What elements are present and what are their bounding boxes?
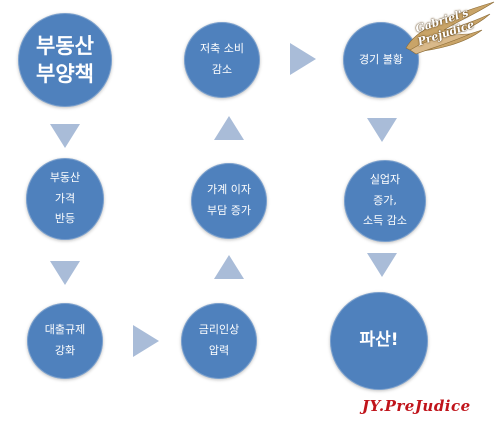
node-label: 반등 [54,212,76,226]
node-label: 파산! [359,330,399,351]
arrow-right-icon [290,43,316,75]
arrow-up-icon [214,116,244,140]
node-label: 경기 불황 [359,52,403,66]
arrow-up-icon [214,255,244,279]
node-label: 증가, [373,193,397,207]
node-label: 압력 [208,344,230,357]
node-label: 금리인상 [198,323,240,337]
wings-logo-icon [405,1,495,55]
node-label: 부동산 [36,33,94,58]
node-unemployment: 실업자 증가, 소득 감소 [344,160,426,242]
author-signature: JY.PreJudice [362,397,471,415]
arrow-down-icon [367,118,397,142]
node-interest-burden: 가계 이자 부담 증가 [191,163,267,239]
node-bankruptcy: 파산! [330,292,428,390]
node-label: 대출규제 [44,323,86,337]
node-consumption-decrease: 저축 소비 감소 [184,22,260,98]
node-loan-regulation: 대출규제 강화 [27,303,103,379]
node-label: 부동산 [49,170,81,184]
node-price-rebound: 부동산 가격 반등 [26,158,104,240]
node-label: 가격 [54,191,76,205]
node-label: 부담 증가 [207,204,251,217]
node-real-estate-stimulus: 부동산 부양책 [18,13,112,107]
node-label: 저축 소비 [200,42,244,56]
node-label: 소득 감소 [363,214,407,228]
node-label: 부양책 [36,62,94,86]
node-label: 감소 [211,63,233,76]
node-label: 가계 이자 [207,183,251,197]
node-label: 실업자 [369,172,401,186]
arrow-down-icon [367,253,397,277]
arrow-down-icon [50,124,80,148]
node-recession: 경기 불황 [343,22,419,98]
arrow-right-icon [133,325,159,357]
node-rate-hike: 금리인상 압력 [181,303,257,379]
arrow-down-icon [50,261,80,285]
node-label: 강화 [54,344,76,357]
